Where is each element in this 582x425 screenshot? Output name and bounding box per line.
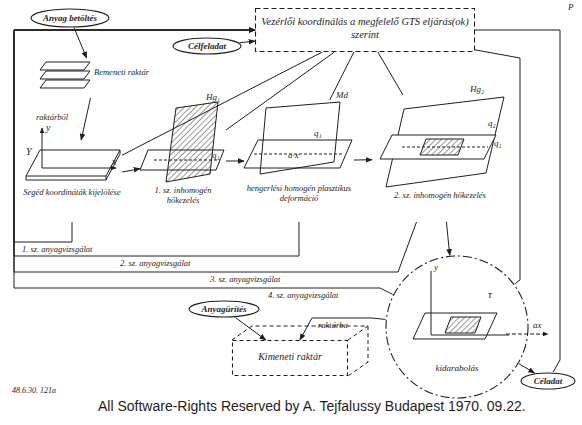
node-outline	[189, 301, 259, 317]
start-oval: Anyag betöltés	[30, 8, 110, 28]
connector	[74, 28, 87, 58]
plate-edge	[26, 150, 120, 180]
node-outline	[173, 38, 241, 54]
edge-label: 3. sz. anyagvizsgálat	[210, 274, 280, 284]
input-store: Bemeneti raktár	[40, 58, 150, 98]
stock-plate	[40, 62, 90, 70]
node-text: 1. sz. inhomogén hőkezelés	[140, 186, 226, 206]
symbol-label: q₁	[494, 138, 502, 148]
connector	[235, 318, 265, 340]
controller-box: Vezérlői koordinálás a megfelelő GTS elj…	[255, 8, 475, 52]
axis-label: ax	[533, 320, 542, 330]
heat-line	[402, 147, 488, 148]
edge-label: raktárba	[318, 320, 348, 330]
heat-line	[154, 160, 220, 161]
connector	[14, 30, 417, 272]
edge-label: 1. sz. anyagvizsgálat	[22, 244, 92, 254]
node-outline	[233, 341, 348, 376]
node-text: Vezérlői koordinálás a megfelelő GTS elj…	[261, 15, 469, 41]
connector	[226, 52, 334, 130]
connector	[300, 318, 386, 340]
goal-oval: Célfeladat	[172, 37, 242, 55]
node-text: Anyag betöltés	[30, 8, 110, 28]
node-text: Anyagürítés	[188, 300, 260, 318]
node-shape	[372, 95, 508, 222]
plate-stage: hengerlési homogén plasztikus deformáció	[244, 100, 354, 222]
connector	[14, 30, 393, 294]
symbol-label: q₁	[314, 128, 322, 138]
node-text: Bemeneti raktár	[94, 68, 150, 78]
heat-plane	[166, 102, 218, 182]
plane-label: Md	[336, 90, 348, 100]
node-text: kidarabolás	[411, 363, 503, 373]
connector	[330, 52, 354, 100]
connector	[14, 30, 255, 242]
plate-top	[26, 150, 120, 176]
node-text: Céladat	[520, 372, 576, 390]
connector	[226, 161, 244, 162]
dimension-label: a·x	[288, 150, 299, 160]
node-outline	[31, 9, 109, 27]
edge-label: 2. sz. anyagvizsgálat	[120, 258, 190, 268]
plate-stage: 2. sz. inhomogén hőkezelés	[372, 95, 508, 222]
connector	[122, 169, 140, 172]
output-store: Kimeneti raktár	[232, 340, 348, 376]
output-store-outline	[232, 326, 368, 376]
archive-note: 48.6.30. 121a	[12, 386, 56, 395]
symbol-label: q₂	[488, 118, 496, 128]
unload-oval: Anyagürítés	[188, 300, 260, 318]
node-text: 2. sz. inhomogén hőkezelés	[380, 191, 500, 201]
connector	[240, 41, 255, 43]
node-shape	[40, 58, 150, 98]
edge-label: raktárból	[36, 112, 68, 122]
node-shape	[244, 100, 354, 222]
connector	[446, 222, 449, 255]
node-outline	[386, 256, 528, 398]
symbol-label: τ	[488, 288, 492, 300]
node-outline	[521, 373, 575, 389]
axis-label: Y	[26, 146, 32, 157]
deformation-plane	[260, 102, 340, 174]
cutting-circle: kidarabolás	[385, 255, 529, 399]
stock-plate	[40, 80, 90, 88]
edge-label: 4. sz. anyagvizsgálat	[268, 290, 338, 300]
axis-label: x	[112, 156, 116, 167]
heat-line	[254, 154, 344, 155]
node-text: Segéd koordináták kijelölése	[22, 188, 122, 198]
plane-label: Hg₂	[470, 84, 484, 94]
stock-plate	[40, 71, 90, 79]
target-oval: Céladat	[520, 372, 576, 390]
node-text: Kimeneti raktár	[232, 351, 348, 363]
node-outline	[256, 9, 475, 52]
node-shape	[22, 140, 122, 222]
symbol-label: q₁	[212, 150, 220, 160]
axis-label: y	[434, 262, 438, 272]
plate-top	[380, 135, 496, 159]
connector	[378, 52, 403, 95]
plane-label: Hg₁	[206, 92, 220, 102]
sheet-mark: P	[568, 2, 574, 12]
node-shape	[385, 255, 529, 399]
connector	[519, 364, 535, 373]
connector	[354, 159, 372, 160]
copyright-note: All Software-Rights Reserved by A. Tejfa…	[98, 398, 526, 414]
connector	[81, 98, 90, 140]
axes	[431, 271, 509, 335]
node-text: Célfeladat	[172, 37, 242, 55]
plate-stage: 1. sz. inhomogén hőkezelés	[140, 100, 226, 222]
plate-stage: Segéd koordináták kijelölése	[22, 140, 122, 222]
axis-label: y	[46, 122, 50, 133]
node-text: hengerlési homogén plasztikus deformáció	[244, 184, 354, 204]
hatched-zone	[445, 317, 481, 333]
